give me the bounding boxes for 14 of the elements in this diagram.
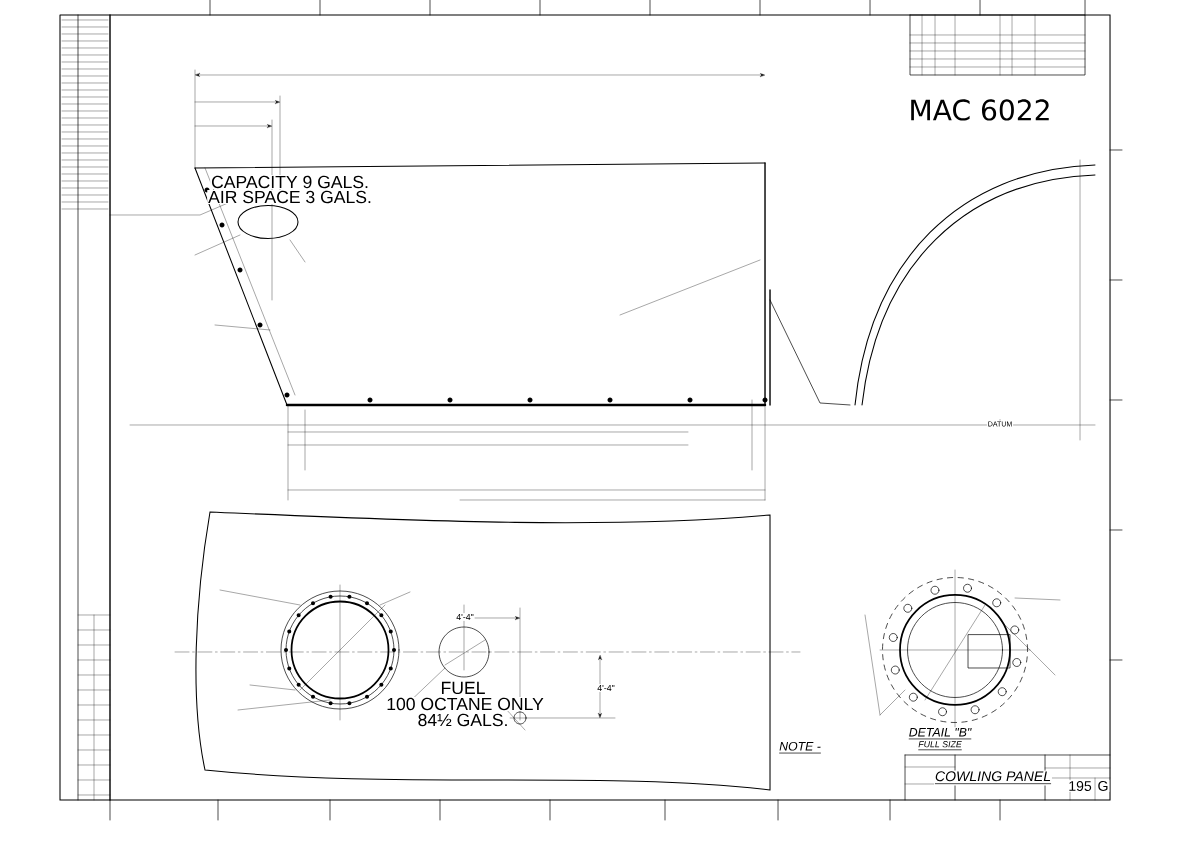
dimension-label: 4'-4" (455, 613, 475, 621)
title-block-name: COWLING PANEL (934, 770, 1052, 786)
capacity-label: CAPACITY 9 GALS. (210, 174, 370, 190)
handwritten-note: MAC 6022 (907, 98, 1053, 122)
note-heading: NOTE - (778, 741, 822, 755)
fuel-label: 100 OCTANE ONLY (385, 696, 545, 712)
capacity-label: AIR SPACE 3 GALS. (207, 189, 373, 205)
detail-heading: DETAIL "B" (907, 727, 973, 741)
issue-letter: G (1096, 780, 1110, 792)
dimension-label: 4'-4" (596, 684, 616, 692)
scale-note: FULL SIZE (917, 740, 963, 752)
fuel-label: FUEL (439, 681, 487, 695)
fuel-label: 84½ GALS. (416, 712, 510, 728)
drawing-number: 195 (1067, 780, 1093, 792)
